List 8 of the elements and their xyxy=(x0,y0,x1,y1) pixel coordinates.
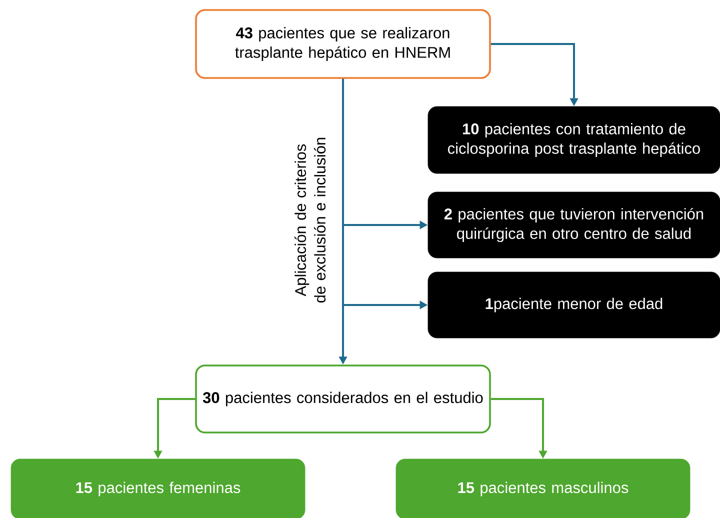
exclusion-box: 10 pacientes con tratamiento de ciclosporina post trasplante hepático xyxy=(428,106,720,174)
exclusion-box: 1paciente menor de edad xyxy=(428,272,720,338)
rotated-label: Aplicación de criterios de exclusión e inclusión xyxy=(294,138,326,302)
process-box: 43 pacientes que se realizaron trasplante hepático en HNERM xyxy=(195,9,491,79)
result-box: 15 pacientes femeninas xyxy=(10,458,306,518)
result-box: 15 pacientes masculinos xyxy=(396,458,690,518)
exclusion-box: 2 pacientes que tuvieron intervención quirúrgica en otro centro de salud xyxy=(428,192,720,258)
process-box: 30 pacientes considerados en el estudio xyxy=(195,364,491,434)
